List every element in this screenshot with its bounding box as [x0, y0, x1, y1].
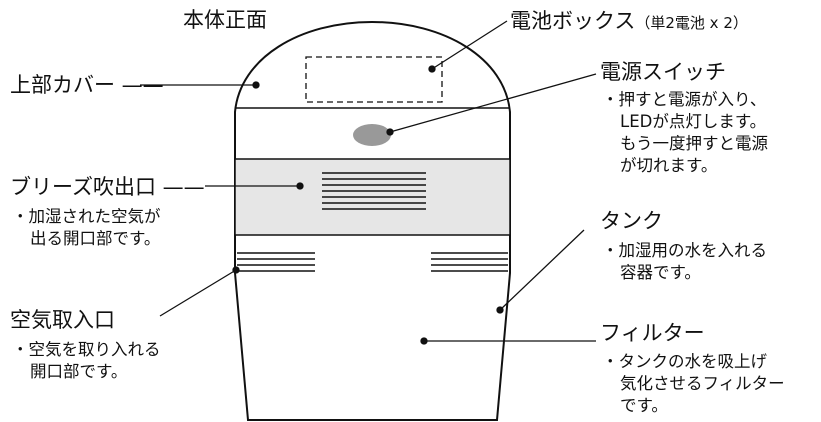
tank-desc-line: ・加湿用の水を入れる — [602, 241, 767, 260]
tank-desc-line: 容器です。 — [620, 263, 701, 282]
leader-air-intake — [159, 269, 237, 317]
breeze-outlet-desc: ・加湿された空気が 出る開口部です。 — [12, 206, 161, 250]
filter-desc-line: ・タンクの水を吸上げ — [602, 352, 767, 371]
power-switch-desc: ・押すと電源が入り、 LEDが点灯します。 もう一度押すと電源 が切れます。 — [602, 89, 768, 177]
leader-battery — [431, 20, 508, 70]
diagram-title: 本体正面 — [183, 8, 267, 32]
breeze-outlet-desc-line: 出る開口部です。 — [30, 229, 161, 248]
air-intake-slats-right — [431, 252, 508, 272]
tank-desc: ・加湿用の水を入れる 容器です。 — [602, 240, 767, 284]
breeze-outlet-label: ブリーズ吹出口 —— — [10, 175, 205, 199]
air-intake-desc-line: 開口部です。 — [30, 362, 128, 381]
power-switch-desc-line: ・押すと電源が入り、 — [602, 90, 767, 109]
breeze-outlet-desc-line: ・加湿された空気が — [12, 207, 161, 226]
power-switch-desc-line: LEDが点灯します。 — [620, 112, 767, 131]
battery-box-note: （単2電池 x 2） — [635, 14, 748, 32]
air-intake-desc-line: ・空気を取り入れる — [12, 340, 161, 359]
top-cover-label: 上部カバー —— — [10, 73, 164, 97]
power-switch-desc-line: が切れます。 — [620, 156, 718, 175]
power-switch-label: 電源スイッチ — [600, 60, 726, 84]
power-switch-desc-line: もう一度押すと電源 — [620, 134, 769, 153]
battery-box-label: 電池ボックス（単2電池 x 2） — [510, 8, 748, 34]
tank-label: タンク — [600, 209, 663, 233]
filter-desc-line: 気化させるフィルター — [620, 374, 785, 393]
leader-power-switch — [389, 73, 597, 133]
filter-desc-line: です。 — [620, 396, 668, 415]
filter-desc: ・タンクの水を吸上げ 気化させるフィルター です。 — [602, 351, 785, 417]
power-switch-button[interactable] — [353, 124, 391, 146]
leader-lines — [140, 20, 597, 345]
leader-tank — [499, 229, 585, 311]
battery-box-name: 電池ボックス — [510, 9, 636, 33]
breeze-vent-slats — [322, 172, 426, 210]
filter-label: フィルター — [600, 321, 705, 345]
air-intake-desc: ・空気を取り入れる 開口部です。 — [12, 339, 161, 383]
air-intake-label: 空気取入口 — [10, 308, 115, 332]
air-intake-slats-left — [237, 252, 315, 272]
